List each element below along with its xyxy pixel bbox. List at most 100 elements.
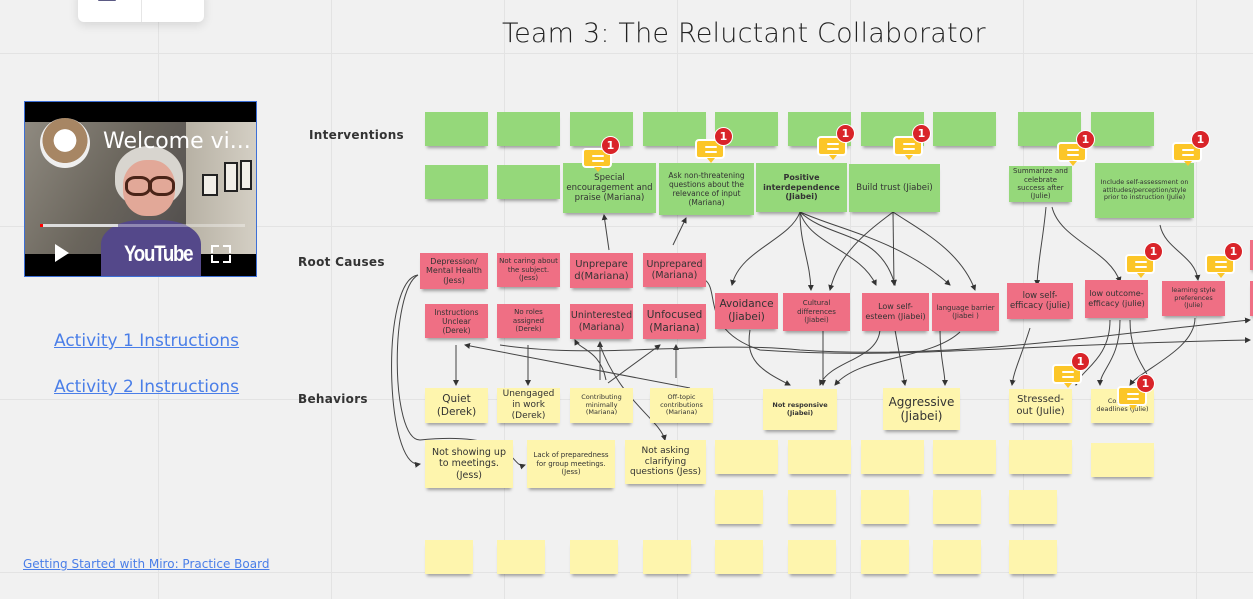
sticky-note-empty[interactable]	[788, 490, 836, 524]
comment-bubble[interactable]: 1	[695, 127, 733, 163]
root-cause-note[interactable]: low self-efficacy (julie)	[1007, 283, 1073, 319]
sticky-note-empty[interactable]	[933, 440, 996, 474]
sticky-note-empty[interactable]	[1009, 440, 1072, 474]
sticky-note-empty[interactable]	[643, 540, 691, 574]
row-label-behaviors: Behaviors	[298, 392, 368, 406]
root-cause-note[interactable]: Not caring about the subject. (Jess)	[497, 253, 560, 287]
root-cause-note[interactable]: Avoidance (Jiabei)	[715, 293, 778, 329]
connector	[834, 331, 961, 386]
sticky-note-empty[interactable]	[788, 440, 851, 474]
root-cause-note[interactable]: Unprepared (Mariana)	[643, 253, 706, 287]
comment-bubble[interactable]: 1	[1057, 130, 1095, 166]
root-cause-note[interactable]: No roles assigned (Derek)	[497, 304, 560, 338]
comment-bubble[interactable]: 1	[1125, 242, 1163, 278]
comment-bubble[interactable]: 1	[1052, 352, 1090, 388]
intervention-note[interactable]: Include self-assessment on attitudes/per…	[1095, 163, 1194, 218]
sticky-note-empty[interactable]	[425, 112, 488, 146]
comment-bubble[interactable]: 1	[817, 124, 855, 160]
video-progress-bar[interactable]	[40, 224, 245, 227]
presenter	[101, 146, 201, 276]
root-cause-note-partial[interactable]	[1250, 281, 1253, 316]
toolbar-menu-button[interactable]	[78, 0, 142, 22]
root-cause-note[interactable]: Low self-esteem (Jiabei)	[862, 293, 929, 331]
sticky-note-empty[interactable]	[715, 540, 763, 574]
root-cause-note[interactable]: Uninterested (Mariana)	[570, 304, 633, 339]
picture-frame	[202, 174, 218, 196]
sticky-note-empty[interactable]	[497, 112, 560, 146]
root-cause-note-partial[interactable]	[1250, 240, 1253, 270]
comment-bubble[interactable]: 1	[1172, 130, 1210, 166]
behavior-note[interactable]: Quiet (Derek)	[425, 388, 488, 423]
sticky-note-empty[interactable]	[861, 490, 909, 524]
connector	[1009, 327, 1031, 386]
behavior-note[interactable]: Not asking clarifying questions (Jess)	[625, 440, 706, 484]
sticky-note-empty[interactable]	[933, 112, 996, 146]
intervention-note[interactable]: Ask non-threatening questions about the …	[659, 163, 754, 215]
intervention-note[interactable]: Positive interdependence (Jiabei)	[756, 163, 847, 212]
behavior-note[interactable]: Aggressive (Jiabei)	[883, 388, 960, 430]
root-cause-note[interactable]: Instructions Unclear (Derek)	[425, 304, 488, 338]
sticky-note-empty[interactable]	[570, 540, 618, 574]
behavior-note[interactable]: Lack of preparedness for group meetings.…	[527, 440, 615, 488]
root-cause-note[interactable]: Depression/ Mental Health (Jess)	[420, 253, 488, 289]
connector	[819, 327, 881, 386]
intervention-note[interactable]: Special encouragement and praise (Marian…	[563, 163, 656, 213]
sticky-note-empty[interactable]	[861, 540, 909, 574]
comment-count-badge: 1	[601, 136, 620, 155]
comment-bubble[interactable]: 1	[893, 124, 931, 160]
comment-bubble[interactable]: 1	[1117, 374, 1155, 410]
sticky-note-empty[interactable]	[1009, 540, 1057, 574]
behavior-note[interactable]: Not responsive (Jiabei)	[763, 389, 837, 430]
connector	[672, 217, 687, 246]
sticky-note-empty[interactable]	[425, 165, 488, 199]
sticky-note-empty[interactable]	[933, 540, 981, 574]
sticky-note-empty[interactable]	[933, 490, 981, 524]
video-title[interactable]: Welcome vi...	[103, 129, 251, 154]
comment-bubble[interactable]: 1	[1205, 242, 1243, 278]
root-cause-note[interactable]: low outcome-efficacy (julie)	[1085, 280, 1148, 318]
sticky-note-empty[interactable]	[1009, 490, 1057, 524]
connector	[601, 214, 610, 251]
connector	[890, 211, 897, 286]
sticky-note-empty[interactable]	[1091, 112, 1154, 146]
youtube-video-embed[interactable]: Welcome vi... YouTube	[24, 101, 257, 277]
sticky-note-empty[interactable]	[788, 540, 836, 574]
comment-bubble[interactable]: 1	[582, 136, 620, 172]
sticky-note-empty[interactable]	[861, 440, 924, 474]
root-cause-note[interactable]: Cultural differences (Jiabei)	[783, 293, 850, 331]
toolbar-button[interactable]	[142, 0, 205, 22]
connector	[748, 329, 791, 386]
sticky-note-empty[interactable]	[425, 540, 473, 574]
root-cause-note[interactable]: language barrier (Jiabei )	[932, 293, 999, 331]
play-icon[interactable]	[55, 244, 69, 262]
board-toolbar[interactable]	[78, 0, 204, 22]
root-cause-note[interactable]: learning style preferences (Julie)	[1162, 281, 1225, 316]
sticky-note-empty[interactable]	[715, 490, 763, 524]
connector	[939, 329, 948, 386]
sticky-note-empty[interactable]	[715, 440, 778, 474]
practice-board-link[interactable]: Getting Started with Miro: Practice Boar…	[23, 557, 270, 571]
sticky-note-empty[interactable]	[497, 540, 545, 574]
connector	[799, 211, 951, 286]
behavior-note[interactable]: Contributing minimally (Mariana)	[570, 388, 633, 423]
activity-1-instructions-link[interactable]: Activity 1 Instructions	[54, 331, 240, 351]
connector	[892, 211, 977, 291]
youtube-logo[interactable]: YouTube	[124, 241, 194, 266]
sticky-note-empty[interactable]	[497, 165, 560, 199]
intervention-note[interactable]: Build trust (Jiabei)	[849, 164, 940, 212]
fullscreen-icon[interactable]	[211, 245, 231, 263]
behavior-note[interactable]: Off-topic contributions (Mariana)	[650, 388, 713, 423]
behavior-note[interactable]: Stressed-out (Julie)	[1009, 389, 1072, 423]
root-cause-note[interactable]: Unprepare d(Mariana)	[570, 253, 633, 288]
sticky-note-empty[interactable]	[1018, 112, 1081, 146]
channel-avatar[interactable]	[40, 118, 90, 168]
comment-count-badge: 1	[912, 124, 931, 143]
comment-count-badge: 1	[1136, 374, 1155, 393]
root-cause-note[interactable]: Unfocused (Mariana)	[643, 304, 706, 339]
intervention-note[interactable]: Summarize and celebrate success after (J…	[1009, 166, 1072, 202]
sticky-note-empty[interactable]	[1091, 443, 1154, 477]
connector	[799, 211, 877, 286]
behavior-note[interactable]: Unengaged in work (Derek)	[497, 388, 560, 423]
activity-2-instructions-link[interactable]: Activity 2 Instructions	[54, 377, 240, 397]
behavior-note[interactable]: Not showing up to meetings. (Jess)	[425, 440, 513, 488]
